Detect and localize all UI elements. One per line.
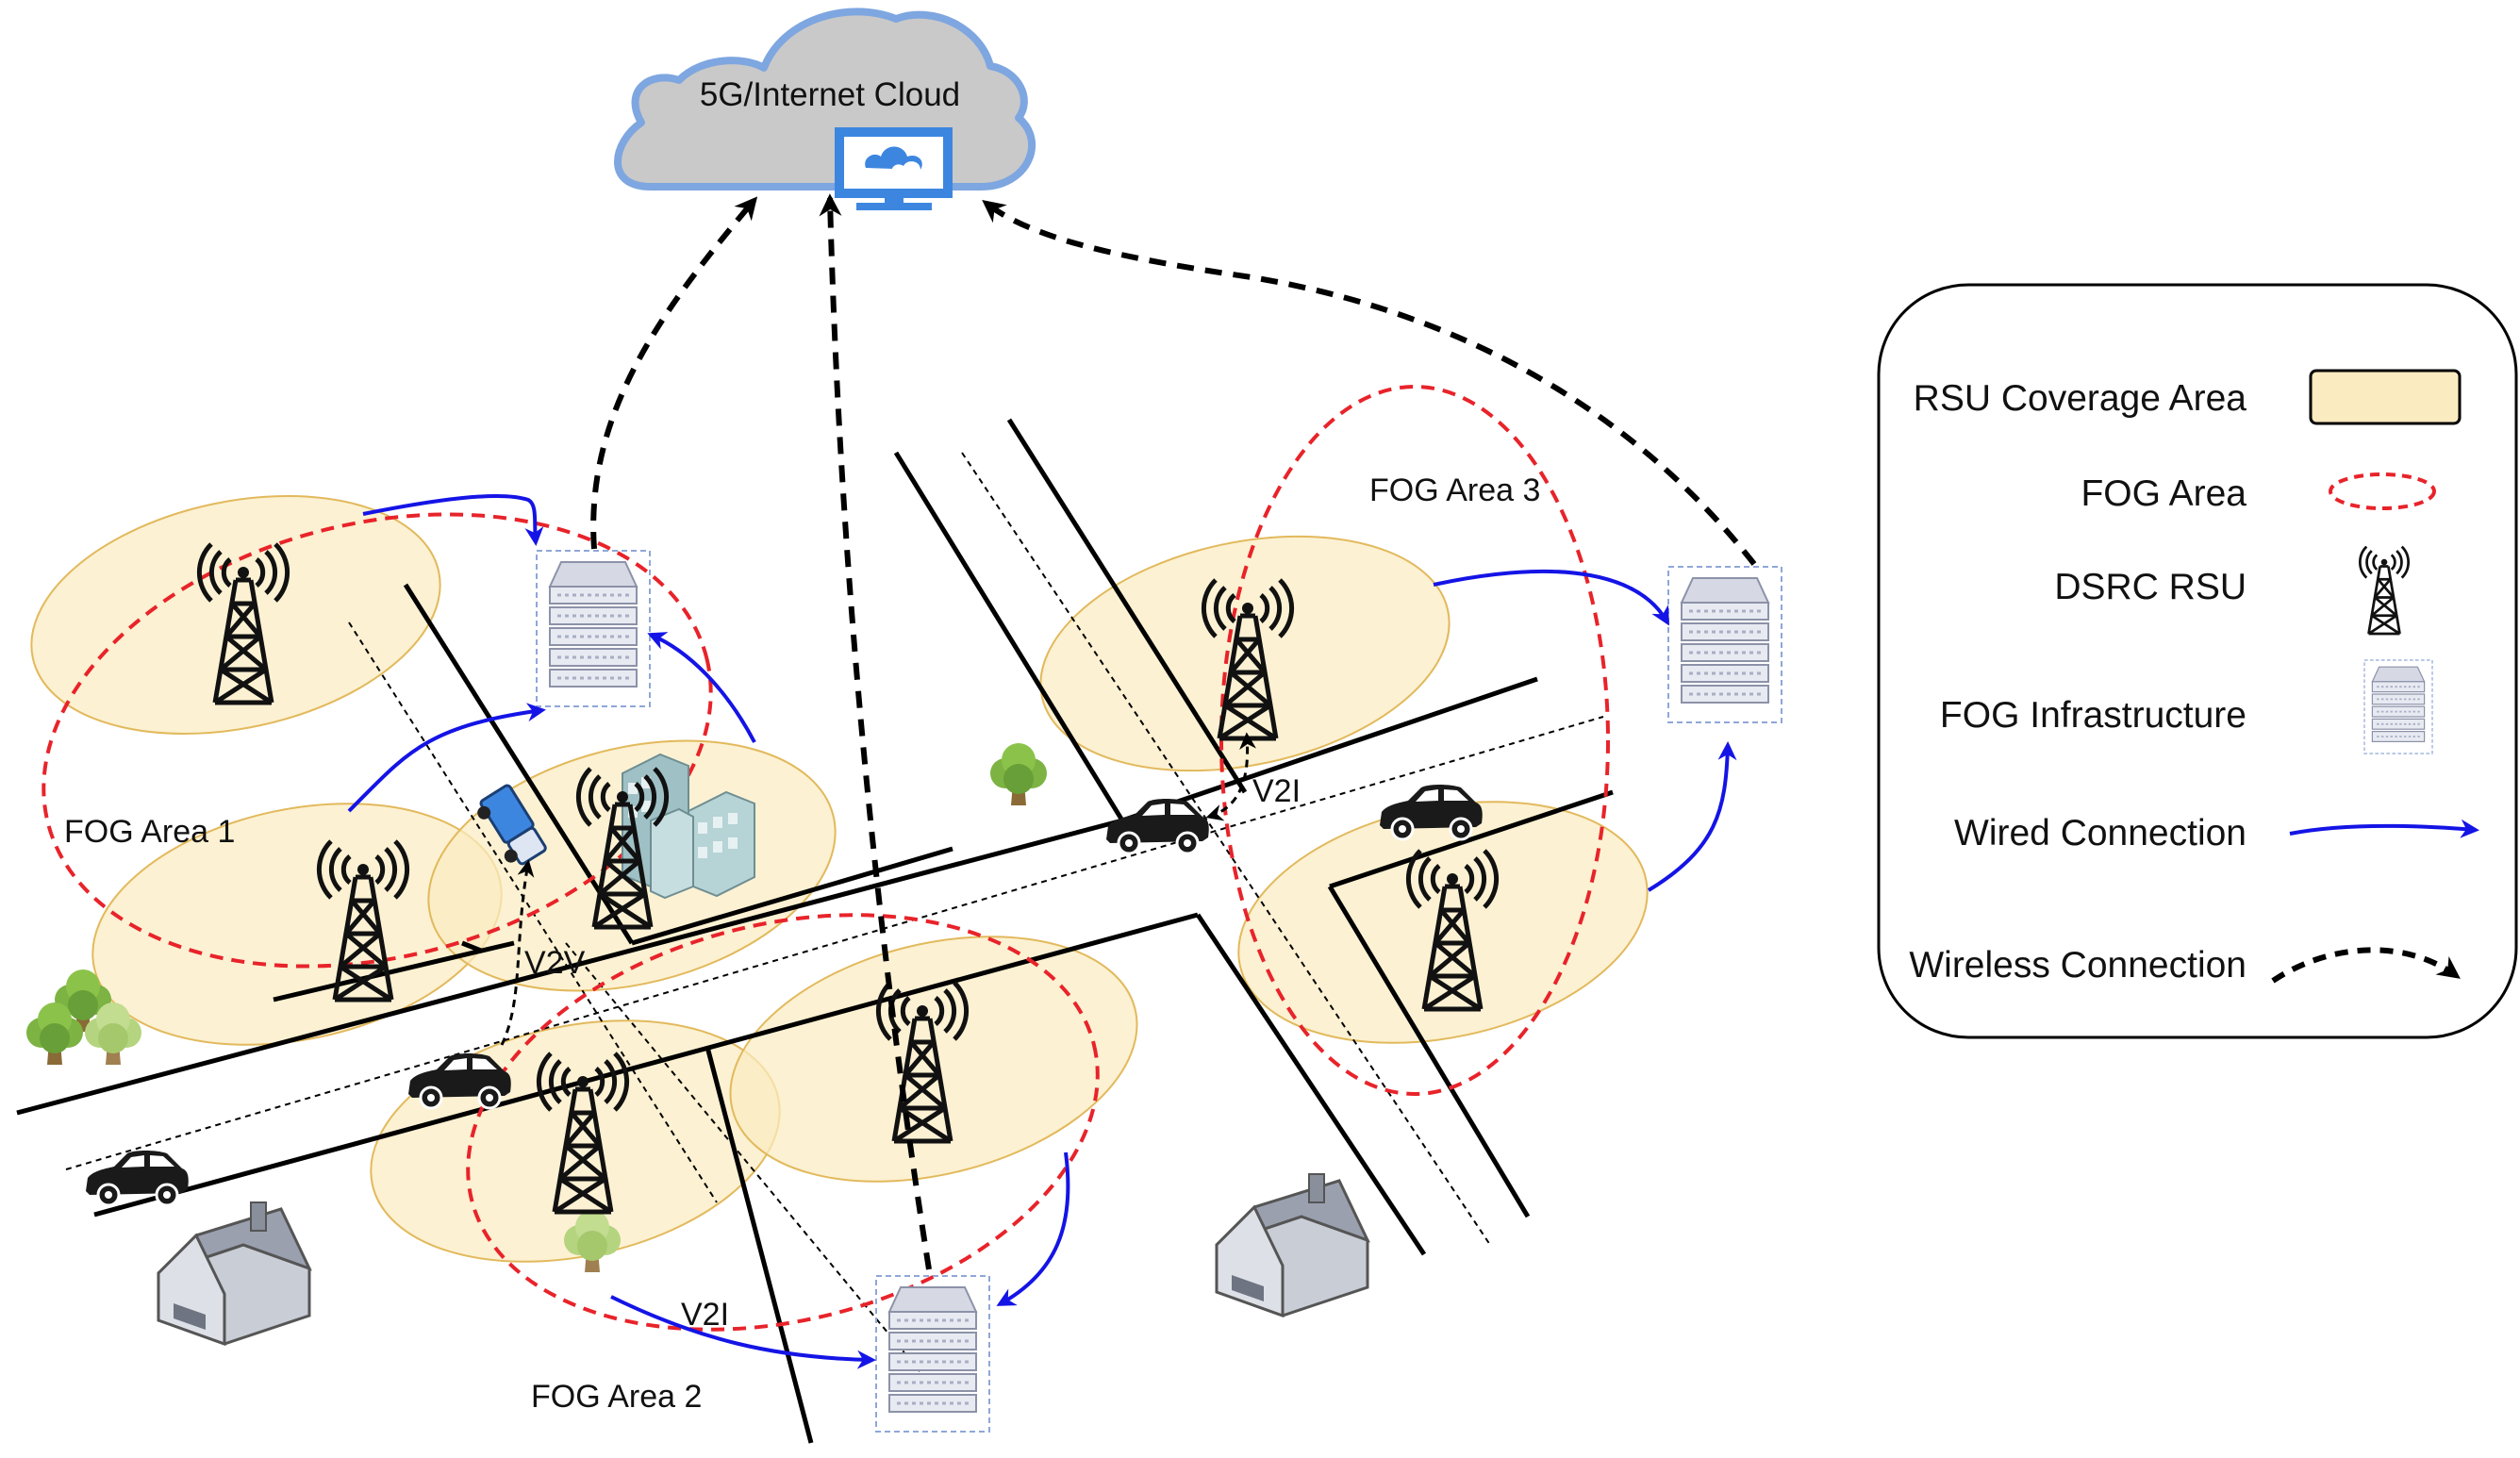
wired-link [1647,741,1737,892]
legend-label-coverage: RSU Coverage Area [1914,378,2247,419]
house-icon [157,1201,311,1346]
wired-link [647,632,756,743]
fog-server-icon [874,1274,991,1433]
wireless-link [982,200,1757,566]
fog-area-ring-2 [466,913,1100,1332]
fog-area-3-label: FOG Area 3 [1369,472,1540,508]
legend-label-fog-infra: FOG Infrastructure [1940,695,2246,736]
v2v-link [500,859,535,1046]
truck-icon [477,784,547,866]
internet-cloud: 5G/Internet Cloud [614,8,1036,210]
dashed-arrow-icon [2271,947,2461,984]
wired-link [347,703,546,813]
tree-icon [990,743,1047,805]
vehicle-links [500,732,1257,1046]
wired-link [996,1151,1070,1306]
legend-label-wireless: Wireless Connection [1909,945,2246,986]
cloud-monitor-icon [835,127,953,210]
house-icon [1215,1172,1369,1317]
wireless-connections [590,193,1757,1270]
coverage-area [729,936,1138,1183]
fog-area-ellipse-icon [2329,472,2436,510]
fog-area-ring-1 [41,512,713,969]
fog-area-1-label: FOG Area 1 [64,814,235,850]
blue-arrow-icon [2289,819,2479,838]
fog-area-2-label: FOG Area 2 [531,1379,702,1415]
legend-box [1877,283,2518,1039]
v2i-label-top: V2I [1252,773,1301,809]
legend-label-fog-area: FOG Area [2081,473,2246,514]
v2v-label: V2V [524,945,586,981]
roads [16,418,1614,1444]
legend-label-dsrc-rsu: DSRC RSU [2054,567,2246,607]
v2i-label-bottom: V2I [681,1297,729,1333]
fog-server-icon [1666,565,1783,724]
wireless-link [819,193,932,1270]
coverage-swatch-icon [2309,369,2462,425]
legend-label-wired: Wired Connection [1954,813,2246,853]
wired-link [610,1295,876,1369]
cloud-label: 5G/Internet Cloud [700,76,960,113]
car-icon [1104,797,1211,855]
wired-link [1433,569,1669,626]
coverage-areas [30,495,1649,1263]
v2i-link [1205,732,1257,821]
coverage-area [30,495,441,735]
legend: RSU Coverage Area FOG Area DSRC RSU FOG … [1877,283,2518,1039]
wired-connections [347,493,1737,1369]
fog-server-icon [535,549,652,708]
wireless-link [590,196,758,550]
wired-link [362,493,544,546]
